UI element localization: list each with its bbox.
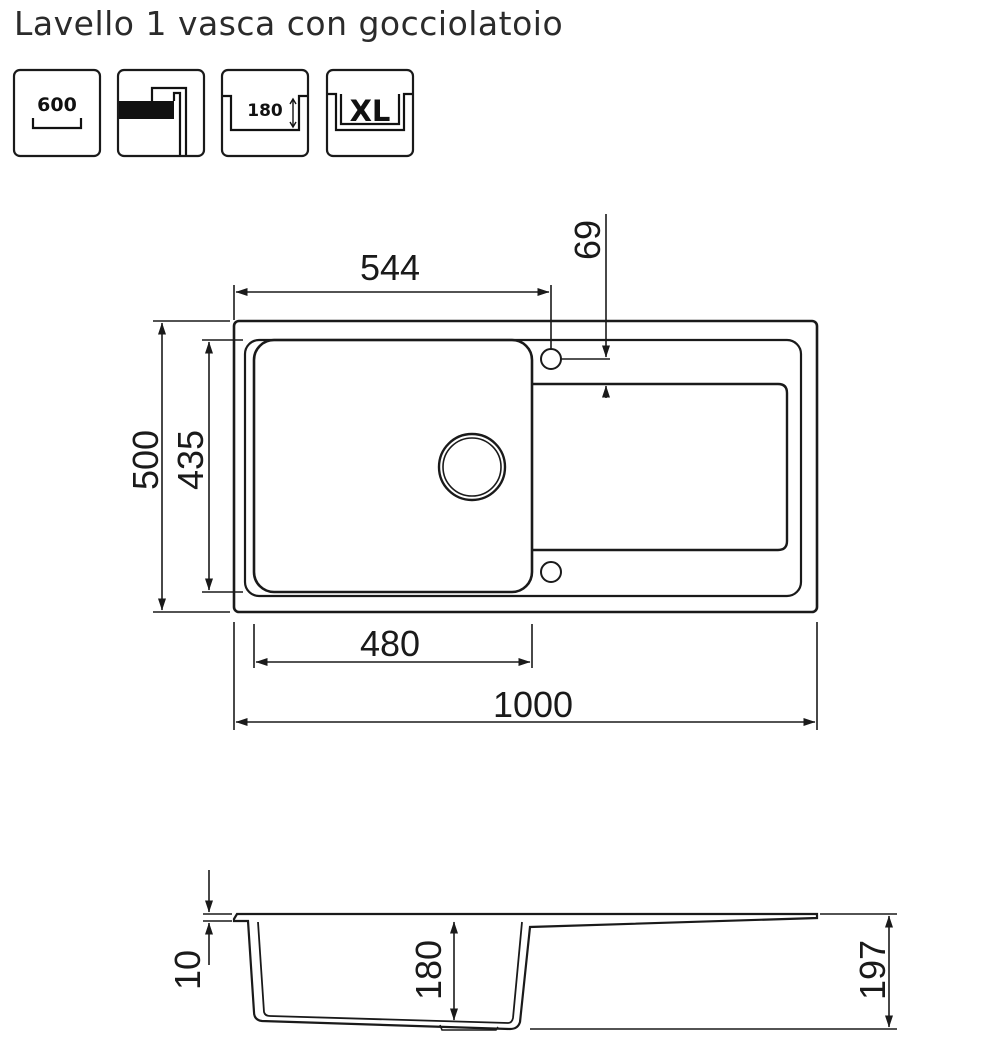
dimension-69-label: 69: [567, 220, 608, 260]
sink-profile-outer: [232, 912, 819, 1031]
badge-180-label: 180: [247, 101, 283, 121]
badge-flush-mount: [116, 68, 206, 158]
bowl-outline: [252, 338, 534, 594]
overflow-hole-icon: [540, 561, 562, 583]
badge-600-label: 600: [37, 94, 77, 116]
drain-icon: [437, 432, 507, 502]
dimension-544: [233, 285, 552, 349]
tap-hole-top-icon: [540, 348, 562, 370]
dimension-180-label: 180: [408, 940, 449, 1000]
dimension-197-label: 197: [852, 940, 893, 1000]
cabinet-600-icon: [31, 118, 83, 130]
dimension-435-label: 435: [170, 430, 211, 490]
sink-profile-inner: [257, 921, 523, 1024]
dimension-1000-label: 1000: [493, 684, 573, 725]
dimension-480-label: 480: [360, 623, 420, 664]
dimension-197: [530, 913, 897, 1030]
dimension-500-label: 500: [125, 430, 166, 490]
dimension-435: [202, 339, 243, 593]
sink-outer-edge: [232, 319, 819, 614]
sink-inner-edge: [243, 338, 803, 598]
page-title: Lavello 1 vasca con gocciolatoio: [14, 4, 564, 43]
flush-mount-icon: [119, 86, 188, 155]
bowl-depth-180-icon: [223, 94, 307, 132]
badge-cabinet-600: 600: [12, 68, 102, 158]
sink-side-view: [232, 912, 819, 1031]
xl-bowl-icon: [328, 92, 412, 132]
drainer-outline: [532, 382, 789, 552]
badge-xl-bowl: XL: [325, 68, 415, 158]
badge-xl-label: XL: [350, 94, 391, 128]
dimension-500: [153, 320, 230, 613]
dimension-480: [253, 624, 533, 668]
dimension-1000: [233, 622, 818, 730]
sink-top-view: [232, 319, 819, 614]
badge-bowl-depth-180: 180: [220, 68, 310, 158]
dimension-10-label: 10: [167, 950, 208, 990]
dimension-10: [203, 870, 232, 965]
dimension-544-label: 544: [360, 247, 420, 288]
